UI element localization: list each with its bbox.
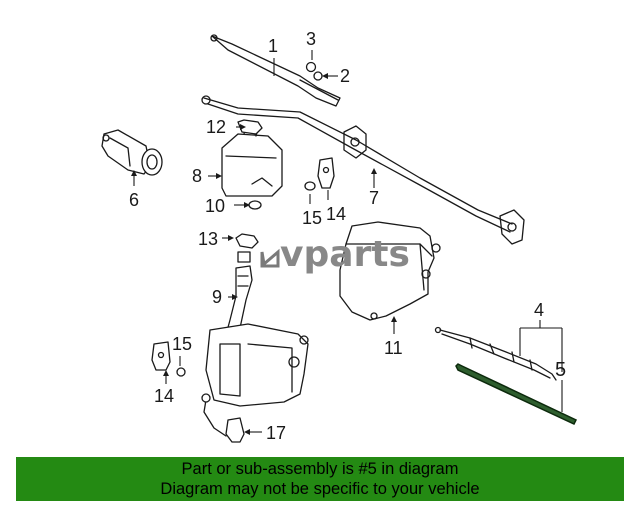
- callout-15-lower: 15: [172, 334, 192, 354]
- parts-diagram: 1 3 2 12 8 10 6 7 15 14 13 9 11 15 14 17…: [101, 29, 578, 443]
- part-14-washer-pump-upper[interactable]: [317, 157, 335, 189]
- callout-7: 7: [369, 188, 379, 208]
- callout-14-upper: 14: [326, 204, 346, 224]
- part-12-cap[interactable]: [237, 119, 263, 135]
- banner-line-1: Part or sub-assembly is #5 in diagram: [181, 460, 459, 478]
- part-14-washer-pump-lower[interactable]: [151, 341, 171, 371]
- leader-lines: [131, 50, 563, 435]
- part-1-wiper-arm[interactable]: [210, 34, 341, 107]
- part-15-grommet-lower[interactable]: [176, 367, 186, 377]
- info-banner: Part or sub-assembly is #5 in diagram Di…: [16, 457, 624, 501]
- callout-9: 9: [212, 287, 222, 307]
- banner-line-2: Diagram may not be specific to your vehi…: [160, 480, 480, 498]
- part-5-blade-refill[interactable]: [455, 363, 578, 425]
- callout-17: 17: [266, 423, 286, 443]
- callout-10: 10: [205, 196, 225, 216]
- callout-5: 5: [555, 359, 566, 381]
- callout-12: 12: [206, 117, 226, 137]
- part-2-nut[interactable]: [313, 71, 323, 81]
- watermark-text: vparts: [280, 234, 410, 275]
- callout-4: 4: [534, 300, 544, 320]
- callout-3: 3: [306, 29, 316, 49]
- callout-15-upper: 15: [302, 208, 322, 228]
- callout-11: 11: [384, 338, 403, 358]
- part-15-grommet-upper[interactable]: [304, 181, 316, 191]
- part-6-wiper-motor[interactable]: [101, 129, 163, 176]
- part-7-wiper-linkage[interactable]: [201, 95, 525, 245]
- part-10-grommet[interactable]: [248, 200, 262, 210]
- callout-8: 8: [192, 166, 202, 186]
- callout-labels: 1 3 2 12 8 10 6 7 15 14 13 9 11 15 14 17…: [129, 29, 566, 443]
- part-16-collar[interactable]: [237, 251, 251, 263]
- part-11-housing[interactable]: [339, 221, 441, 321]
- part-13-filler-cap[interactable]: [235, 233, 259, 249]
- part-8-washer-reservoir[interactable]: [221, 125, 283, 197]
- part-4-wiper-blade[interactable]: [434, 326, 557, 381]
- callout-2: 2: [340, 66, 350, 86]
- callout-6: 6: [129, 190, 139, 210]
- washer-reservoir-lower[interactable]: [205, 323, 309, 407]
- callout-13: 13: [198, 229, 218, 249]
- vparts-watermark: vparts: [260, 234, 410, 275]
- part-17-level-sensor[interactable]: [201, 393, 245, 443]
- part-3-cap[interactable]: [305, 61, 317, 73]
- callout-14-lower: 14: [154, 386, 174, 406]
- callout-1: 1: [268, 36, 278, 56]
